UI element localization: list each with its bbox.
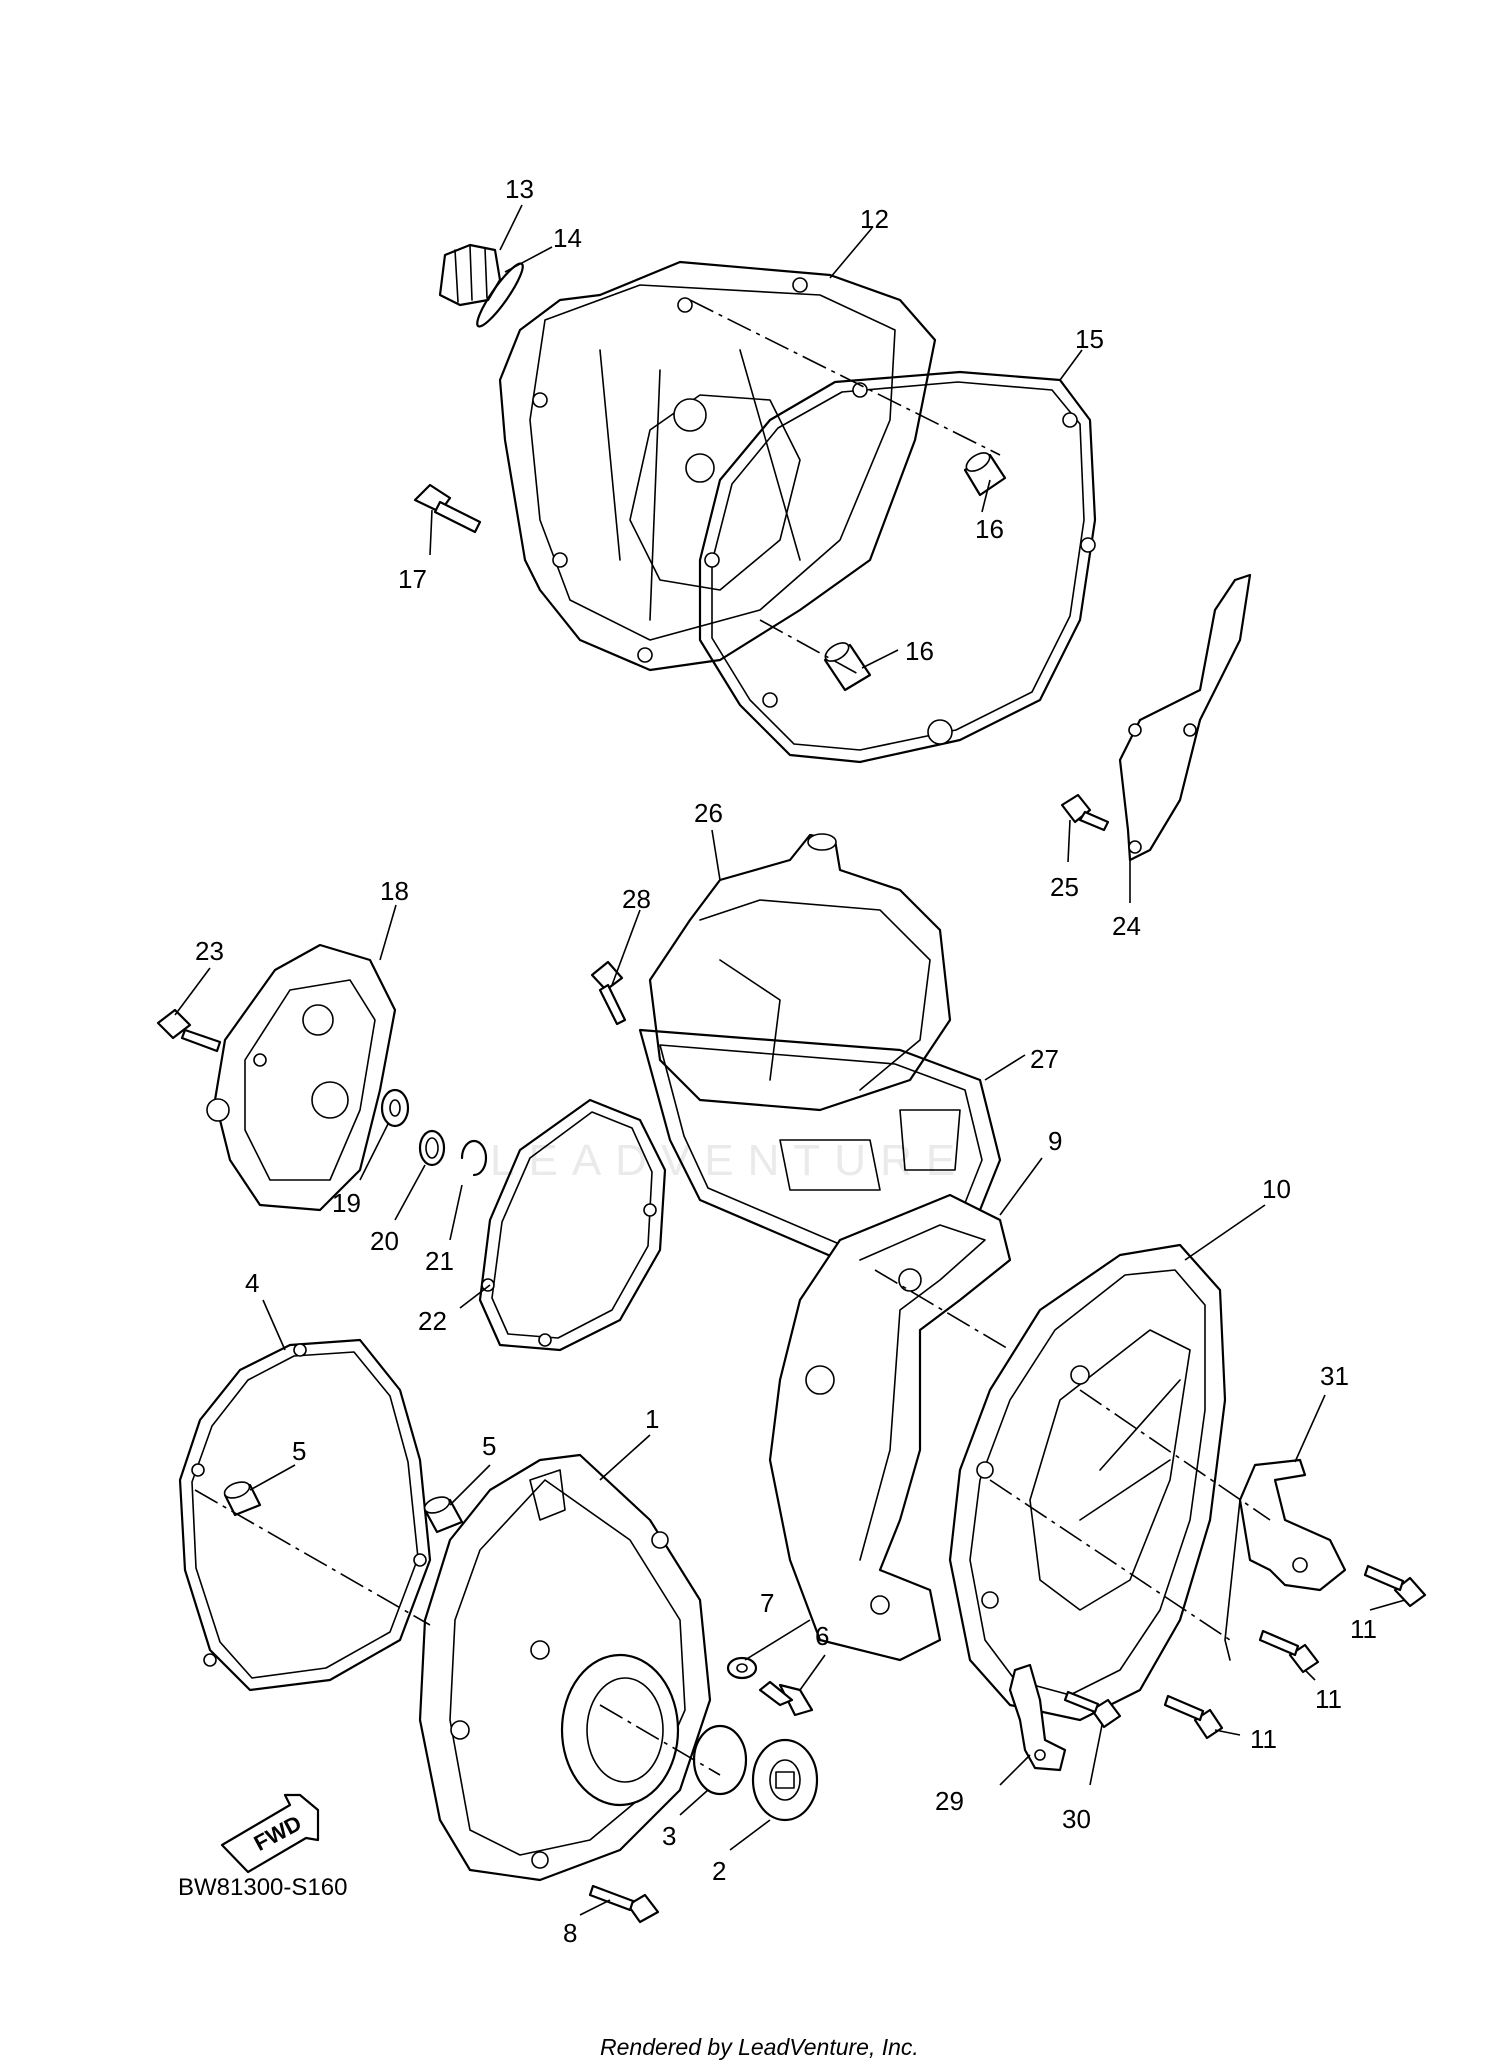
- part-29-bracket[interactable]: [1008, 1663, 1067, 1772]
- part-10-engine-cover[interactable]: [948, 1243, 1227, 1722]
- callout-labels: 13 14 12 15 16 16 17 24 25 26 28 27 18 2…: [195, 174, 1377, 1948]
- part-5-dowel-pin-b[interactable]: [422, 1494, 464, 1534]
- part-1-generator-cover[interactable]: [418, 1453, 712, 1882]
- callout-3: 3: [662, 1821, 676, 1851]
- callout-11c: 11: [1250, 1724, 1277, 1754]
- callout-5a: 5: [292, 1436, 306, 1466]
- callout-14: 14: [553, 223, 582, 253]
- callout-7: 7: [760, 1588, 774, 1618]
- part-8-bolt[interactable]: [588, 1884, 660, 1924]
- part-11-bolt-b[interactable]: [1258, 1629, 1320, 1674]
- part-4-gasket[interactable]: [178, 1338, 432, 1692]
- drawing-code: BW81300-S160: [178, 1874, 347, 1901]
- callout-23: 23: [195, 936, 224, 966]
- callout-10: 10: [1262, 1174, 1291, 1204]
- part-21-circlip[interactable]: [460, 1139, 488, 1177]
- part-18-pump-housing[interactable]: [206, 943, 397, 1212]
- leader-lines: [174, 204, 1406, 1916]
- part-5-dowel-pin-a[interactable]: [222, 1479, 262, 1517]
- callout-17: 17: [398, 564, 427, 594]
- part-6-bolt[interactable]: [758, 1680, 814, 1717]
- callout-12: 12: [860, 204, 889, 234]
- part-17-bolt[interactable]: [413, 483, 482, 534]
- part-9-inner-cover[interactable]: [768, 1193, 1012, 1662]
- part-24-cover-plate[interactable]: [1118, 573, 1252, 862]
- callout-19: 19: [332, 1188, 361, 1218]
- part-25-bolt[interactable]: [1060, 793, 1110, 832]
- callout-22: 22: [418, 1306, 447, 1336]
- part-15-gasket[interactable]: [698, 370, 1097, 764]
- callout-30: 30: [1062, 1804, 1091, 1834]
- part-20-washer[interactable]: [418, 1129, 446, 1167]
- callout-11b: 11: [1315, 1684, 1342, 1714]
- callout-6: 6: [815, 1621, 829, 1651]
- callout-29: 29: [935, 1786, 964, 1816]
- part-7-washer[interactable]: [726, 1656, 758, 1680]
- watermark-text: LEADVENTURE: [490, 1136, 969, 1185]
- callout-16b: 16: [905, 636, 934, 666]
- part-13-filler-plug[interactable]: [438, 243, 502, 307]
- callout-31: 31: [1320, 1361, 1349, 1391]
- callout-4: 4: [245, 1268, 259, 1298]
- part-11-bolt-c[interactable]: [1163, 1694, 1224, 1740]
- part-16-dowel-pin-a[interactable]: [963, 449, 1007, 497]
- part-28-bolt[interactable]: [590, 960, 627, 1026]
- part-12-crankcase-cover[interactable]: [498, 260, 937, 672]
- callout-25: 25: [1050, 872, 1079, 902]
- callout-26: 26: [694, 798, 723, 828]
- part-16-dowel-pin-b[interactable]: [822, 639, 872, 692]
- part-22-gasket[interactable]: [478, 1098, 667, 1352]
- callout-5b: 5: [482, 1431, 496, 1461]
- callout-21: 21: [425, 1246, 454, 1276]
- callout-13: 13: [505, 174, 534, 204]
- callout-18: 18: [380, 876, 409, 906]
- part-23-bolt[interactable]: [156, 1008, 222, 1053]
- footer-credit: Rendered by LeadVenture, Inc.: [600, 2034, 919, 2060]
- callout-9: 9: [1048, 1126, 1062, 1156]
- callout-11a: 11: [1350, 1614, 1377, 1644]
- callout-28: 28: [622, 884, 651, 914]
- callout-20: 20: [370, 1226, 399, 1256]
- callout-16a: 16: [975, 514, 1004, 544]
- part-26-cover[interactable]: [648, 833, 952, 1112]
- part-19-oil-seal[interactable]: [380, 1088, 410, 1128]
- part-2-plug[interactable]: [751, 1738, 819, 1822]
- assembly-axis-lines: [194, 299, 1271, 1776]
- callout-8: 8: [563, 1918, 577, 1948]
- callout-27: 27: [1030, 1044, 1059, 1074]
- fwd-arrow-icon: FWD: [220, 1793, 320, 1874]
- callout-2: 2: [712, 1856, 726, 1886]
- callout-1: 1: [645, 1404, 659, 1434]
- part-3-o-ring[interactable]: [692, 1724, 748, 1796]
- part-30-bolt[interactable]: [1063, 1690, 1122, 1729]
- callout-15: 15: [1075, 324, 1104, 354]
- part-11-bolt-a[interactable]: [1363, 1564, 1427, 1608]
- part-31-bracket[interactable]: [1224, 1458, 1347, 1661]
- callout-24: 24: [1112, 911, 1141, 941]
